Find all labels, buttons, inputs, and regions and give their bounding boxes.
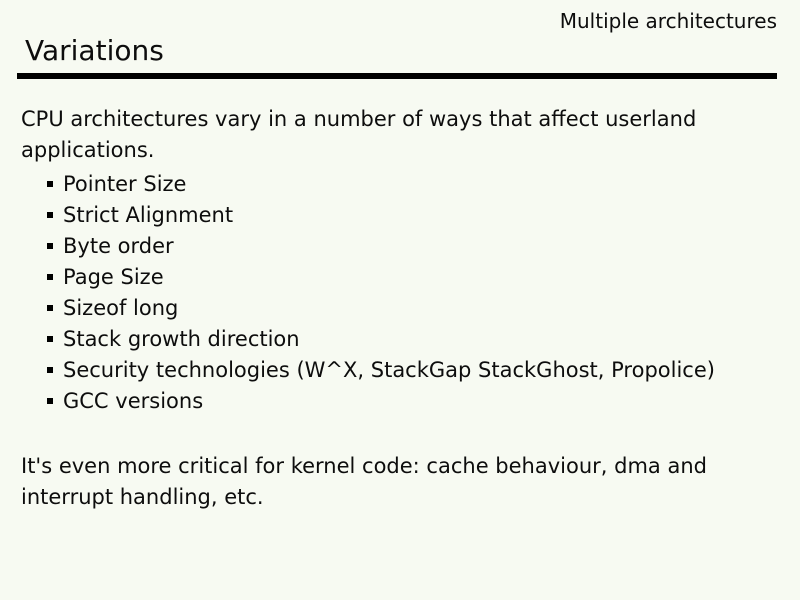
list-item: Byte order xyxy=(47,230,767,261)
list-item-label: Sizeof long xyxy=(63,295,179,320)
bullet-list: Pointer Size Strict Alignment Byte order… xyxy=(47,168,767,416)
bullet-square-icon xyxy=(47,242,53,249)
list-item: Pointer Size xyxy=(47,168,767,199)
bullet-square-icon xyxy=(47,304,53,311)
page-title: Variations xyxy=(25,34,164,67)
outro-paragraph: It's even more critical for kernel code:… xyxy=(21,454,707,509)
bullet-square-icon xyxy=(47,180,53,187)
bullet-square-icon xyxy=(47,366,53,373)
list-item-label: Strict Alignment xyxy=(63,202,234,227)
slide-header: Multiple architectures xyxy=(559,9,777,33)
list-item-label: Security technologies (W^X, StackGap Sta… xyxy=(63,357,715,382)
list-item-label: Pointer Size xyxy=(63,171,187,196)
list-item: GCC versions xyxy=(47,385,767,416)
list-item-label: GCC versions xyxy=(63,388,204,413)
intro-paragraph: CPU architectures vary in a number of wa… xyxy=(21,107,697,162)
list-item: Page Size xyxy=(47,261,767,292)
list-item: Security technologies (W^X, StackGap Sta… xyxy=(47,354,767,385)
list-item-label: Page Size xyxy=(63,264,164,289)
list-item: Sizeof long xyxy=(47,292,767,323)
list-item-label: Byte order xyxy=(63,233,174,258)
bullet-square-icon xyxy=(47,273,53,280)
list-item: Stack growth direction xyxy=(47,323,767,354)
list-item-label: Stack growth direction xyxy=(63,326,300,351)
title-rule xyxy=(17,73,777,79)
bullet-square-icon xyxy=(47,397,53,404)
bullet-square-icon xyxy=(47,335,53,342)
bullet-square-icon xyxy=(47,211,53,218)
list-item: Strict Alignment xyxy=(47,199,767,230)
